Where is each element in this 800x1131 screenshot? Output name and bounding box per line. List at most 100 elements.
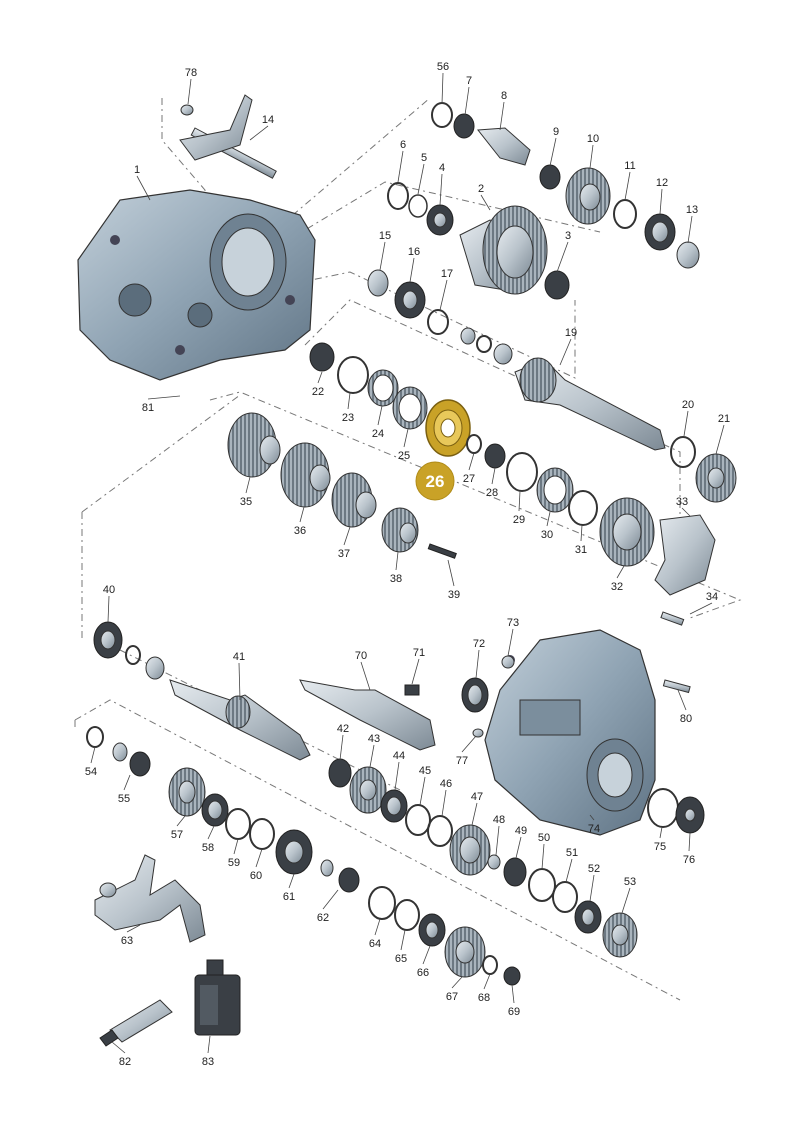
synchro-ring-group — [309, 342, 428, 430]
part-label-24[interactable]: 24 — [372, 428, 384, 440]
leader-lines — [90, 72, 725, 1054]
part-label-34[interactable]: 34 — [706, 591, 718, 603]
part-label-29[interactable]: 29 — [513, 514, 525, 526]
highlighted-part-26[interactable] — [425, 399, 471, 457]
part-label-64[interactable]: 64 — [369, 938, 381, 950]
part-label-43[interactable]: 43 — [368, 733, 380, 745]
part-label-19[interactable]: 19 — [565, 327, 577, 339]
part-label-20[interactable]: 20 — [682, 399, 694, 411]
part-label-77[interactable]: 77 — [456, 755, 468, 767]
part-label-72[interactable]: 72 — [473, 638, 485, 650]
rear-seals — [461, 655, 691, 738]
part-label-12[interactable]: 12 — [656, 177, 668, 189]
part-label-66[interactable]: 66 — [417, 967, 429, 979]
part-label-65[interactable]: 65 — [395, 953, 407, 965]
part-label-61[interactable]: 61 — [283, 891, 295, 903]
leader-line-80 — [677, 689, 687, 711]
bracket-70 — [299, 679, 436, 751]
part-label-4[interactable]: 4 — [439, 162, 445, 174]
part-label-75[interactable]: 75 — [654, 841, 666, 853]
part-label-45[interactable]: 45 — [419, 765, 431, 777]
part-label-28[interactable]: 28 — [486, 487, 498, 499]
part-label-10[interactable]: 10 — [587, 133, 599, 145]
part-label-52[interactable]: 52 — [588, 863, 600, 875]
part-label-49[interactable]: 49 — [515, 825, 527, 837]
part-label-55[interactable]: 55 — [118, 793, 130, 805]
part-label-78[interactable]: 78 — [185, 67, 197, 79]
part-label-3[interactable]: 3 — [565, 230, 571, 242]
part-label-25[interactable]: 25 — [398, 450, 410, 462]
part-label-21[interactable]: 21 — [718, 413, 730, 425]
part-label-73[interactable]: 73 — [507, 617, 519, 629]
part-label-37[interactable]: 37 — [338, 548, 350, 560]
part-label-57[interactable]: 57 — [171, 829, 183, 841]
part-label-60[interactable]: 60 — [250, 870, 262, 882]
part-label-44[interactable]: 44 — [393, 750, 405, 762]
part-label-83[interactable]: 83 — [202, 1056, 214, 1068]
part-label-56[interactable]: 56 — [437, 61, 449, 73]
leader-line-9 — [549, 137, 557, 167]
part-label-39[interactable]: 39 — [448, 589, 460, 601]
part-label-36[interactable]: 36 — [294, 525, 306, 537]
leader-line-34 — [689, 602, 713, 615]
part-label-48[interactable]: 48 — [493, 814, 505, 826]
part-label-68[interactable]: 68 — [478, 992, 490, 1004]
part-label-70[interactable]: 70 — [355, 650, 367, 662]
part-label-46[interactable]: 46 — [440, 778, 452, 790]
part-label-5[interactable]: 5 — [421, 152, 427, 164]
part-label-53[interactable]: 53 — [624, 876, 636, 888]
part-label-16[interactable]: 16 — [408, 246, 420, 258]
part-label-63[interactable]: 63 — [121, 935, 133, 947]
part-label-33[interactable]: 33 — [676, 496, 688, 508]
leader-line-23 — [347, 392, 351, 410]
part-label-47[interactable]: 47 — [471, 791, 483, 803]
leader-line-41 — [238, 662, 241, 701]
leader-line-76 — [688, 832, 691, 852]
part-label-17[interactable]: 17 — [441, 268, 453, 280]
part-label-69[interactable]: 69 — [508, 1006, 520, 1018]
highlight-marker-26[interactable]: 26 — [415, 461, 455, 501]
part-label-15[interactable]: 15 — [379, 230, 391, 242]
part-label-13[interactable]: 13 — [686, 204, 698, 216]
leader-line-22 — [317, 371, 323, 384]
part-label-74[interactable]: 74 — [588, 823, 600, 835]
part-label-27[interactable]: 27 — [463, 473, 475, 485]
part-label-41[interactable]: 41 — [233, 651, 245, 663]
part-label-40[interactable]: 40 — [103, 584, 115, 596]
leader-line-71 — [411, 658, 420, 685]
part-label-31[interactable]: 31 — [575, 544, 587, 556]
leader-line-29 — [518, 490, 521, 512]
part-label-14[interactable]: 14 — [262, 114, 274, 126]
part-label-30[interactable]: 30 — [541, 529, 553, 541]
part-label-38[interactable]: 38 — [390, 573, 402, 585]
part-label-35[interactable]: 35 — [240, 496, 252, 508]
part-label-9[interactable]: 9 — [553, 126, 559, 138]
part-label-58[interactable]: 58 — [202, 842, 214, 854]
part-label-7[interactable]: 7 — [466, 75, 472, 87]
part-label-76[interactable]: 76 — [683, 854, 695, 866]
part-label-59[interactable]: 59 — [228, 857, 240, 869]
shift-fork-assembly — [179, 94, 277, 179]
part-label-67[interactable]: 67 — [446, 991, 458, 1003]
part-label-54[interactable]: 54 — [85, 766, 97, 778]
part-label-80[interactable]: 80 — [680, 713, 692, 725]
part-label-62[interactable]: 62 — [317, 912, 329, 924]
part-label-71[interactable]: 71 — [413, 647, 425, 659]
part-label-22[interactable]: 22 — [312, 386, 324, 398]
part-label-8[interactable]: 8 — [501, 90, 507, 102]
part-label-51[interactable]: 51 — [566, 847, 578, 859]
part-label-82[interactable]: 82 — [119, 1056, 131, 1068]
leader-line-77 — [461, 735, 477, 753]
part-label-23[interactable]: 23 — [342, 412, 354, 424]
part-label-42[interactable]: 42 — [337, 723, 349, 735]
part-label-2[interactable]: 2 — [478, 183, 484, 195]
part-label-81[interactable]: 81 — [142, 402, 154, 414]
part-label-32[interactable]: 32 — [611, 581, 623, 593]
leader-line-70 — [360, 661, 371, 691]
part-label-11[interactable]: 11 — [624, 160, 635, 172]
leader-line-10 — [589, 144, 594, 169]
part-label-1[interactable]: 1 — [134, 164, 140, 176]
part-label-6[interactable]: 6 — [400, 139, 406, 151]
part-label-50[interactable]: 50 — [538, 832, 550, 844]
gearbox-housing-rear — [484, 629, 656, 836]
